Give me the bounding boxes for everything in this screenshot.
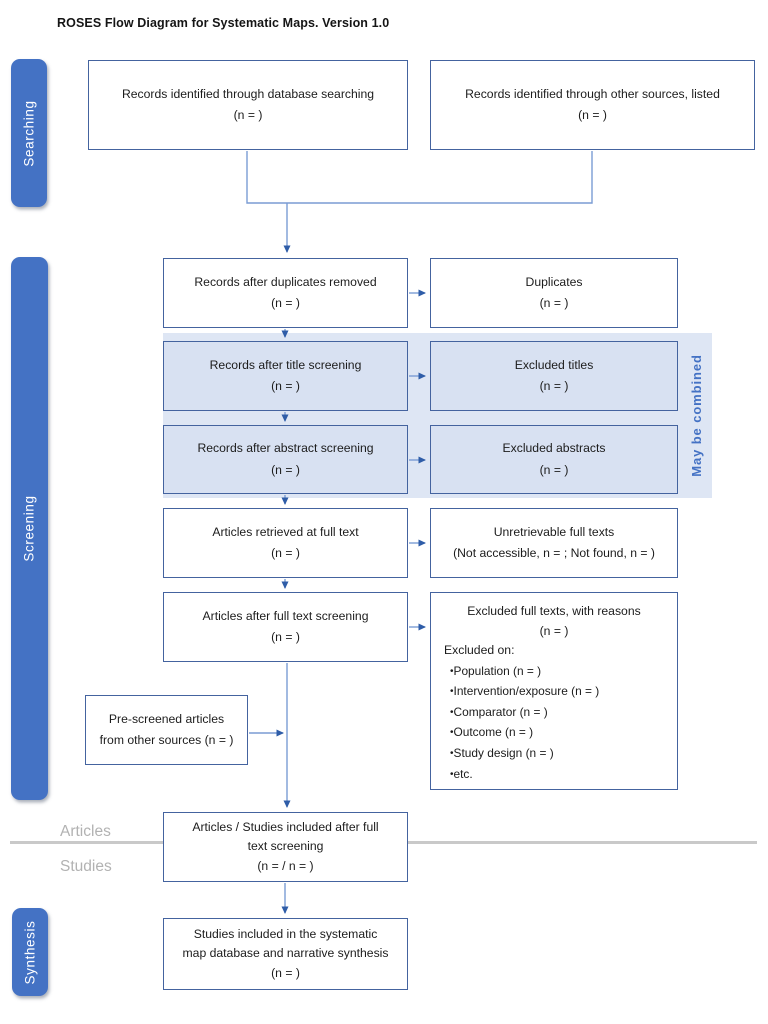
box-count: (n = ): [271, 296, 300, 310]
phase-label-articles: Articles: [60, 823, 111, 840]
box-count: (n = ): [271, 462, 300, 477]
box-count: (n = ): [539, 379, 569, 393]
box-text: Records after duplicates removed: [194, 274, 377, 289]
box-text: Excluded titles: [514, 357, 594, 372]
may-be-combined-label: May be combined: [680, 335, 712, 496]
box-text: Excluded full texts, with reasons: [467, 604, 641, 618]
box-count: (n = ): [271, 630, 300, 644]
box-text: Records identified through database sear…: [121, 86, 375, 101]
box-count: (n = ): [539, 462, 569, 477]
box-records-database-searching: Records identified through database sear…: [88, 60, 408, 150]
exclusion-reason-etc: etc.: [435, 764, 473, 785]
box-count: (n = ): [578, 108, 607, 122]
diagram-title: ROSES Flow Diagram for Systematic Maps. …: [57, 16, 390, 30]
box-records-other-sources: Records identified through other sources…: [430, 60, 755, 150]
box-articles-after-full-text-screening: Articles after full text screening (n = …: [163, 592, 408, 662]
phase-divider-left: [10, 841, 163, 844]
box-count: (Not accessible, n = ; Not found, n = ): [453, 546, 655, 560]
exclusion-reason-intervention: Intervention/exposure (n = ): [435, 681, 600, 702]
box-text: Duplicates: [525, 274, 583, 289]
box-text: Records after title screening: [209, 357, 362, 372]
connector-searching-join: [246, 151, 593, 204]
box-count: (n = ): [539, 623, 569, 638]
box-text: Pre-screened articles: [108, 712, 225, 727]
box-records-after-duplicates-removed: Records after duplicates removed (n = ): [163, 258, 408, 328]
box-text: Articles after full text screening: [202, 608, 369, 623]
box-articles-retrieved-full-text: Articles retrieved at full text (n = ): [163, 508, 408, 578]
box-articles-studies-included: Articles / Studies included after full t…: [163, 812, 408, 882]
stage-label-searching: Searching: [11, 59, 47, 207]
box-records-after-title-screening: Records after title screening (n = ): [163, 341, 408, 411]
box-duplicates: Duplicates (n = ): [430, 258, 678, 328]
box-count: (n = ): [233, 108, 263, 122]
box-pre-screened-articles: Pre-screened articles from other sources…: [85, 695, 248, 765]
exclusion-reason-study-design: Study design (n = ): [435, 743, 554, 764]
stage-label-screening-text: Screening: [22, 495, 38, 562]
box-text: Records identified through other sources…: [465, 86, 720, 101]
phase-divider-right: [408, 841, 757, 844]
box-text: Records after abstract screening: [197, 441, 374, 456]
box-studies-included-synthesis: Studies included in the systematic map d…: [163, 918, 408, 990]
box-excluded-abstracts: Excluded abstracts (n = ): [430, 425, 678, 494]
box-count: (n = ): [271, 546, 300, 560]
box-unretrievable-full-texts: Unretrievable full texts (Not accessible…: [430, 508, 678, 578]
box-excluded-titles: Excluded titles (n = ): [430, 341, 678, 411]
excluded-on-heading: Excluded on:: [444, 643, 515, 658]
box-excluded-full-texts-with-reasons: Excluded full texts, with reasons (n = )…: [430, 592, 678, 790]
stage-label-screening: Screening: [11, 257, 48, 800]
exclusion-reason-outcome: Outcome (n = ): [435, 722, 534, 743]
may-be-combined-text: May be combined: [688, 354, 704, 477]
stage-label-searching-text: Searching: [21, 99, 37, 167]
box-count: (n = ): [271, 379, 300, 393]
box-text: map database and narrative synthesis: [182, 946, 389, 961]
box-count: (n = / n = ): [257, 858, 314, 873]
stage-label-synthesis: Synthesis: [12, 908, 48, 996]
box-text: Excluded abstracts: [502, 441, 606, 456]
box-text: Articles retrieved at full text: [212, 524, 359, 539]
phase-label-studies: Studies: [60, 858, 112, 875]
box-records-after-abstract-screening: Records after abstract screening (n = ): [163, 425, 408, 494]
box-text: Studies included in the systematic: [193, 926, 378, 941]
exclusion-reason-population: Population (n = ): [435, 661, 542, 682]
box-text: Articles / Studies included after full: [192, 819, 379, 834]
box-count: from other sources (n = ): [99, 733, 234, 747]
stage-label-synthesis-text: Synthesis: [22, 920, 38, 984]
box-text: Unretrievable full texts: [493, 525, 615, 540]
box-count: (n = ): [539, 296, 569, 310]
exclusion-reason-comparator: Comparator (n = ): [435, 702, 548, 723]
box-count: (n = ): [271, 965, 300, 980]
box-text: text screening: [247, 839, 324, 854]
